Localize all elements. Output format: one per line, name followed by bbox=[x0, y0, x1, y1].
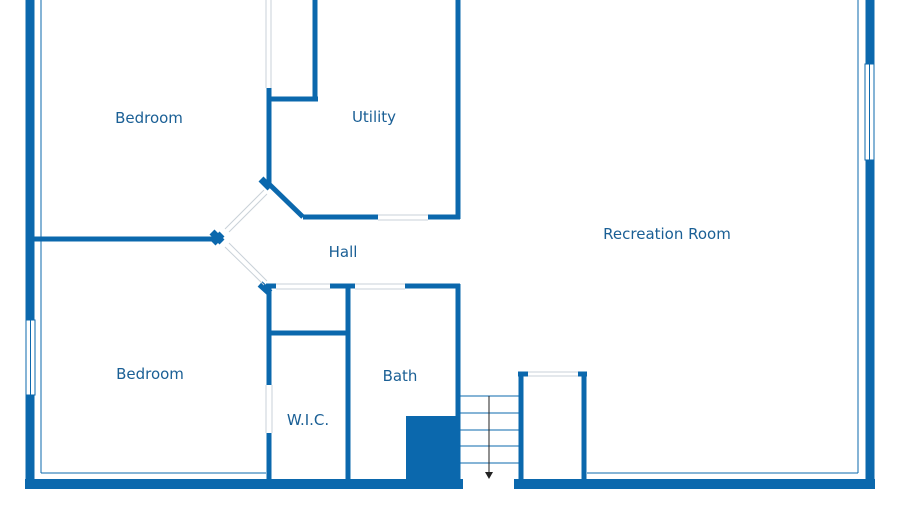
window-left bbox=[25, 319, 36, 396]
utility-wall-angled bbox=[267, 182, 305, 219]
walls bbox=[25, 0, 875, 489]
openings bbox=[224, 0, 578, 433]
bath-fixture bbox=[406, 416, 456, 480]
hall-angled-stubs bbox=[209, 176, 273, 296]
arrow-down-icon bbox=[485, 396, 493, 479]
window-right bbox=[864, 63, 875, 161]
